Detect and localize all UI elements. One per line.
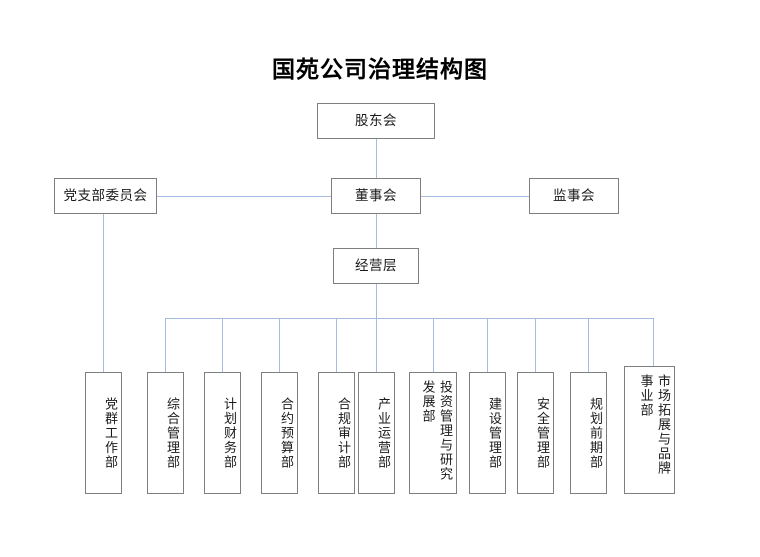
node-party-committee-label: 党支部委员会 — [63, 188, 148, 204]
node-dept-2[interactable]: 综合管理部 — [147, 372, 184, 494]
connector-bus-dept-4 — [279, 318, 280, 372]
node-dept-5[interactable]: 合规审计部 — [318, 372, 355, 494]
node-dept-3[interactable]: 计划财务部 — [204, 372, 241, 494]
node-dept-7-label: 投资管理与研究发展部 — [420, 380, 453, 482]
connector-board-management — [376, 214, 377, 249]
node-dept-4-label: 合约预算部 — [279, 396, 294, 470]
node-dept-1-label: 党群工作部 — [103, 396, 118, 470]
node-dept-6-label: 产业运营部 — [376, 396, 391, 470]
page-title: 国苑公司治理结构图 — [272, 57, 488, 82]
node-dept-8[interactable]: 建设管理部 — [469, 372, 506, 494]
connector-party-committee-dept-1 — [103, 214, 104, 372]
connector-bus-dept-5 — [336, 318, 337, 372]
connector-bus-dept-8 — [487, 318, 488, 372]
node-dept-4[interactable]: 合约预算部 — [261, 372, 298, 494]
node-supervisors[interactable]: 监事会 — [529, 178, 619, 214]
connector-bus-dept-10 — [588, 318, 589, 372]
connector-shareholders-board — [376, 139, 377, 179]
node-management[interactable]: 经营层 — [333, 248, 419, 284]
node-dept-1[interactable]: 党群工作部 — [85, 372, 122, 494]
node-shareholders-label: 股东会 — [355, 113, 397, 129]
connector-bus-dept-11 — [653, 318, 654, 372]
node-party-committee[interactable]: 党支部委员会 — [54, 178, 157, 214]
node-dept-5-label: 合规审计部 — [336, 396, 351, 470]
node-shareholders[interactable]: 股东会 — [317, 103, 435, 139]
connector-board-supervisors — [421, 196, 529, 197]
node-board[interactable]: 董事会 — [331, 178, 421, 214]
connector-department-bus — [165, 318, 654, 319]
connector-bus-dept-9 — [535, 318, 536, 372]
connector-bus-dept-2 — [165, 318, 166, 372]
connector-bus-dept-3 — [222, 318, 223, 372]
node-management-label: 经营层 — [355, 258, 397, 274]
node-dept-10-label: 规划前期部 — [588, 396, 603, 470]
connector-bus-dept-7 — [433, 318, 434, 372]
node-dept-2-label: 综合管理部 — [165, 396, 180, 470]
node-dept-9[interactable]: 安全管理部 — [517, 372, 554, 494]
connector-management-bus — [376, 284, 377, 318]
node-dept-11[interactable]: 市场拓展与品牌事业部 — [624, 366, 675, 494]
node-supervisors-label: 监事会 — [553, 188, 595, 204]
node-dept-7[interactable]: 投资管理与研究发展部 — [409, 372, 457, 494]
connector-bus-dept-6 — [376, 318, 377, 372]
node-dept-3-label: 计划财务部 — [222, 396, 237, 470]
node-board-label: 董事会 — [355, 188, 397, 204]
node-dept-10[interactable]: 规划前期部 — [570, 372, 607, 494]
node-dept-9-label: 安全管理部 — [535, 396, 550, 470]
node-dept-11-label: 市场拓展与品牌事业部 — [638, 374, 671, 476]
node-dept-8-label: 建设管理部 — [487, 396, 502, 470]
connector-board-party-committee — [157, 196, 332, 197]
node-dept-6[interactable]: 产业运营部 — [358, 372, 395, 494]
